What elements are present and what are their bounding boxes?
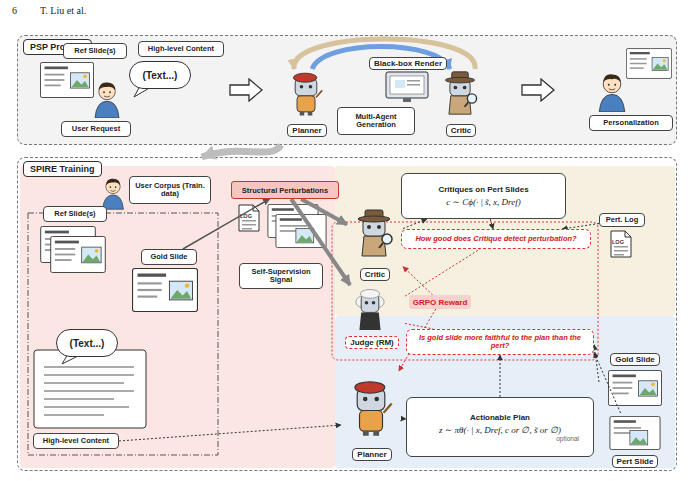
node-label: Is gold slide more faithful to the plan … [410,334,590,351]
connector [403,219,427,229]
label-box: Multi-Agent Generation [337,107,415,135]
agent-figure: Planner [281,69,333,137]
node-label: Ref Slide(s) [54,210,95,218]
node-label: High-level Content [148,45,214,53]
node-label: Self-Supervision Signal [242,268,320,285]
log-text: LOG [240,213,252,219]
node-label: Critiques on Pert Slides [438,185,528,194]
slide-icon [608,370,661,405]
node-label: Ref Slide(s) [74,47,115,55]
label-box: Personalization [589,115,673,131]
label-box: Ref Slide(s) [63,43,127,59]
agent-figure: Critic [433,69,489,137]
agent-figure: Planner [341,371,403,461]
formula-box: Actionable Plan z ∼ πθ(· | x, Dref, c or … [406,397,594,457]
slide-icon [40,62,93,97]
node-text: optional [556,435,579,442]
connector [119,425,341,441]
label-box: Self-Supervision Signal [239,263,323,289]
node-label: Actionable Plan [470,413,530,422]
node-label: Pert Slide [612,455,659,468]
label-box: Pert. Log [599,213,645,227]
formula-box: Critiques on Pert Slides c ∼ Cϕ(· | s̃, x… [401,173,566,219]
user-figure [103,179,124,210]
node-label: GRPO Reward [413,298,468,307]
label-box: Gold Slide [141,249,197,265]
connector [403,267,433,295]
process-panel: PSP ProcessRef Slide(s)High-level Conten… [17,35,677,145]
log-icon [611,231,631,257]
region-bg [335,316,675,468]
region-bg [20,166,335,468]
slide-box: Gold Slide [599,353,671,411]
node-label: Structural Perturbations [242,186,328,195]
connector [490,219,493,229]
critic-figure [358,210,392,256]
label-box: User Request [61,121,131,137]
connector [202,145,281,157]
speech-bubble: (Text...) [129,61,191,89]
node-label: Planner [287,124,326,137]
node-label: User Request [72,125,120,133]
node-label: Critic [446,124,476,137]
running-header: T. Liu et al. [40,5,86,16]
node-label: (Text...) [143,70,178,81]
node-label: Gold Slide [610,353,660,366]
node-label: (Text...) [70,338,105,349]
node-label: Multi-Agent Generation [340,113,412,130]
pert-slide-icon [276,214,326,247]
slide-icon [626,49,671,79]
connector [183,199,270,249]
slide-icon [133,269,198,312]
connector [301,199,347,224]
node-label: High-level Content [43,437,109,445]
agent-figure: Judge (RM) [339,285,405,349]
render-box: Black-box Render [366,57,450,107]
node-label: Critic [360,268,390,281]
label-box: High-level Content [33,433,119,449]
group-outline [28,213,218,455]
label-box: User Corpus (Train. data) [129,176,211,204]
page-number: 6 [12,5,17,16]
slide-icon [51,236,106,272]
node-text: z ∼ πθ(· | x, Dref, c or ∅, s̃ or ∅) [439,425,561,435]
region-bg [335,166,675,316]
node-label: How good does Critique detect perturbati… [415,235,576,243]
perturbation-box: Structural Perturbations [231,181,339,199]
node-label: Personalization [603,119,658,127]
speech-bubble: (Text...) [56,329,118,357]
reward-tag: GRPO Reward [409,295,471,309]
label-box: High-level Content [138,41,224,57]
node-label: User Corpus (Train. data) [132,182,208,199]
node-text: c ∼ Cϕ(· | s̃, x, Dref) [446,197,521,207]
node-label: Pert. Log [606,216,639,224]
pert-slide-icon [610,416,660,449]
text-panel [34,350,146,428]
node-label: Gold Slide [150,253,187,261]
planner-figure [355,382,392,436]
log-text: LOG [612,239,624,245]
connector [594,345,599,382]
agent-figure: Critic [347,199,403,281]
question-box: How good does Critique detect perturbati… [401,229,591,249]
question-box: Is gold slide more faithful to the plan … [406,329,594,355]
node-label: Black-box Render [369,57,447,70]
log-icon [239,205,259,231]
node-label: Planner [352,448,391,461]
connector [405,249,480,296]
label-box: Ref Slide(s) [43,206,107,222]
connector [500,355,501,397]
monitor-icon [386,72,428,102]
node-label: Judge (RM) [345,336,399,349]
judge-figure [356,290,384,330]
node-label: SPIRE Training [23,161,102,177]
slide-box: Pert Slide [599,413,671,468]
